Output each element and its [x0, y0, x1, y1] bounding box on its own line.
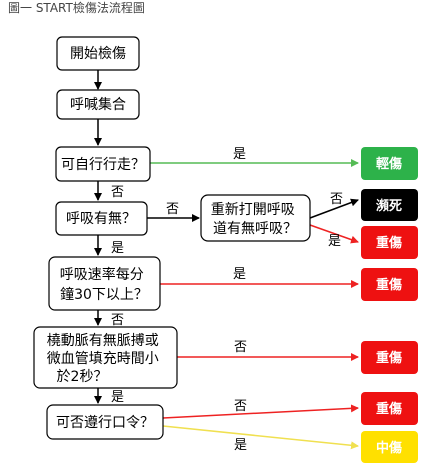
node-pulse-line-2: 微血管填充時間小	[47, 351, 159, 367]
label-command-no: 否	[234, 399, 247, 414]
node-rate: 呼吸速率每分 鐘30下以上？	[48, 256, 161, 311]
node-pulse-line-3: 於2秒？	[57, 369, 108, 385]
node-walk: 可自行行走？	[55, 146, 151, 182]
outcome-severe-3-label: 重傷	[376, 350, 402, 366]
arrow-reopen-to-dead	[309, 198, 359, 219]
label-pulse-no: 否	[234, 340, 247, 355]
main-flow-arrows	[94, 70, 359, 404]
node-breath: 呼吸有無？	[55, 201, 148, 236]
node-pulse: 橈動脈有無脈搏或 微血管填充時間小 於2秒？	[33, 326, 178, 389]
node-command-label: 可否遵行口令？	[56, 414, 154, 431]
outcome-severe-2: 重傷	[361, 268, 418, 301]
outcome-severe-4: 重傷	[361, 392, 418, 425]
edge-labels: 是 否 否 是 否 是 是 否 否 是 否 是	[111, 147, 343, 453]
node-rate-label: 呼吸速率每分 鐘30下以上？	[60, 266, 148, 303]
outcome-moderate-label: 中傷	[376, 440, 402, 456]
outcome-severe-1: 重傷	[361, 226, 418, 259]
outcome-minor: 輕傷	[361, 147, 418, 180]
label-pulse-yes: 是	[111, 390, 124, 405]
figure-caption: 圖一 START檢傷法流程圖	[8, 0, 145, 15]
label-reopen-no: 否	[330, 192, 343, 207]
outcome-severe-1-label: 重傷	[376, 235, 402, 251]
outcome-dead: 瀕死	[361, 189, 418, 221]
label-reopen-yes: 是	[328, 234, 341, 249]
outcome-severe-4-label: 重傷	[376, 401, 402, 417]
node-rate-line-1: 呼吸速率每分	[60, 266, 144, 283]
node-reopen-line-2: 道有無呼吸？	[213, 221, 297, 237]
node-rate-line-2: 鐘30下以上？	[60, 286, 148, 303]
node-call: 呼喊集合	[56, 89, 140, 120]
node-pulse-label: 橈動脈有無脈搏或 微血管填充時間小 於2秒？	[47, 332, 163, 385]
arrow-command-to-moderate	[162, 425, 359, 450]
node-reopen-line-1: 重新打開呼吸	[211, 201, 295, 218]
node-pulse-line-1: 橈動脈有無脈搏或	[47, 332, 159, 349]
arrow-reopen-to-severe	[309, 224, 359, 244]
outcome-minor-label: 輕傷	[376, 156, 402, 172]
node-reopen: 重新打開呼吸 道有無呼吸？	[200, 194, 311, 242]
node-start-label: 開始檢傷	[70, 45, 126, 62]
outcome-moderate: 中傷	[361, 431, 418, 463]
label-walk-no: 否	[111, 185, 124, 200]
node-walk-label: 可自行行走？	[61, 157, 145, 173]
node-start: 開始檢傷	[56, 36, 140, 71]
label-breath-yes: 是	[111, 241, 124, 256]
label-command-yes: 是	[234, 438, 247, 453]
outcome-severe-2-label: 重傷	[376, 277, 402, 293]
arrow-command-to-severe	[162, 404, 359, 419]
outcome-severe-3: 重傷	[361, 341, 418, 374]
label-breath-no: 否	[166, 202, 179, 217]
node-command: 可否遵行口令？	[46, 404, 164, 440]
label-rate-yes: 是	[233, 267, 246, 282]
label-walk-yes: 是	[233, 147, 246, 162]
outcome-dead-label: 瀕死	[376, 198, 402, 214]
node-breath-label: 呼吸有無？	[66, 211, 136, 227]
label-rate-no: 否	[111, 313, 124, 328]
node-reopen-label: 重新打開呼吸 道有無呼吸？	[211, 201, 299, 237]
outcome-arrows	[150, 159, 359, 450]
node-call-label: 呼喊集合	[70, 96, 126, 113]
